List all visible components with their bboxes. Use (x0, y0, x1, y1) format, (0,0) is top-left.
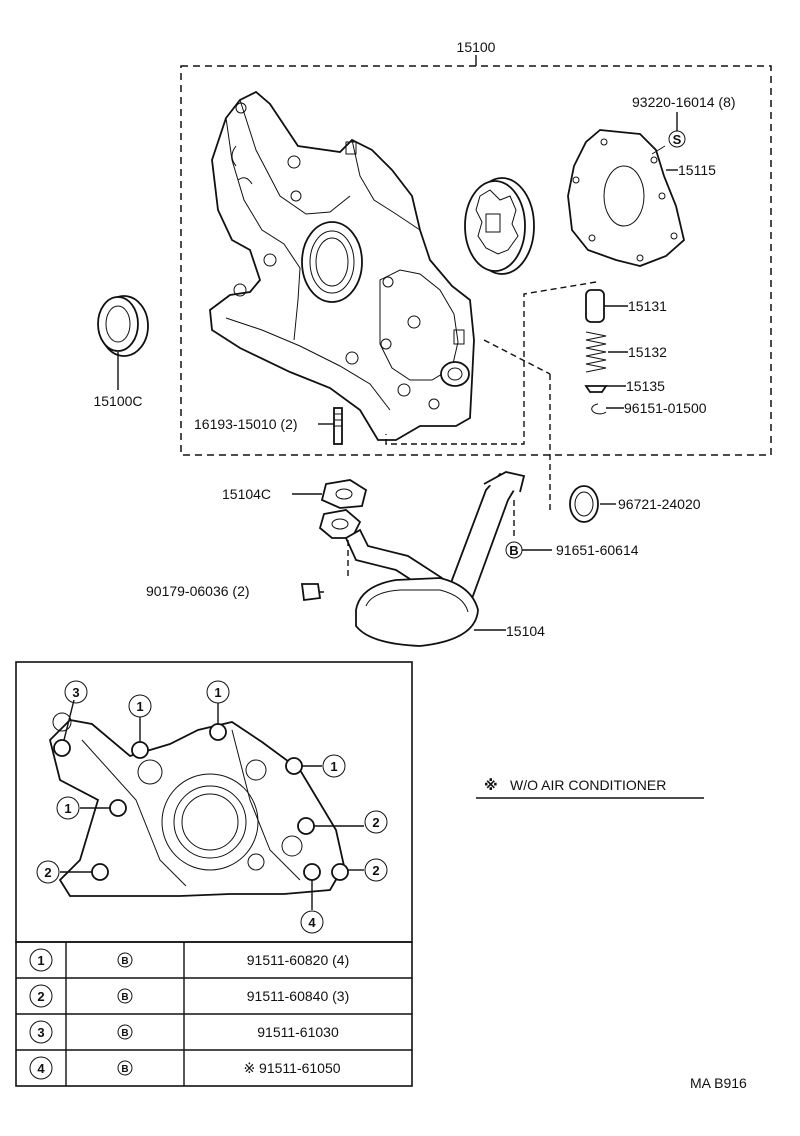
inset-markers: 3 1 1 1 1 2 2 2 4 (36, 680, 388, 934)
oil-seal-label: 15100C (93, 393, 142, 409)
row-key: 2 (37, 989, 44, 1004)
table-row: 1 B 91511-60820 (4) (29, 948, 349, 972)
s-badge: S (673, 132, 682, 147)
strainer-gasket-label: 15104C (222, 486, 271, 502)
bolt-location-inset: 3 1 1 1 1 2 2 2 4 (15, 661, 413, 943)
note-without-ac: ※ W/O AIR CONDITIONER (476, 777, 704, 799)
stud-callout: 16193-15010 (2) (194, 407, 343, 445)
inset-marker-3: 3 (72, 685, 79, 700)
row-key: 1 (37, 953, 44, 968)
inset-marker-1b: 1 (214, 685, 221, 700)
bolt-set-callout: 93220-16014 (8) S (632, 94, 736, 155)
row-symbol: B (121, 1064, 128, 1075)
table-row: 4 B ※ 91511-61050 (29, 1056, 341, 1080)
note-symbol: ※ (484, 777, 498, 793)
nut-label: 90179-06036 (2) (146, 583, 250, 599)
note-text: W/O AIR CONDITIONER (510, 777, 666, 793)
inset-marker-2c: 2 (372, 863, 379, 878)
row-part: 91511-60840 (3) (247, 988, 349, 1004)
pump-rotor-drawing (464, 177, 535, 275)
inset-marker-2a: 2 (372, 815, 379, 830)
inset-marker-1a: 1 (136, 699, 143, 714)
inset-marker-1c: 1 (330, 759, 337, 774)
relief-valve-drawing: 15131 15132 15135 96151-01500 (385, 281, 707, 510)
inset-marker-2b: 2 (44, 865, 51, 880)
row-symbol: B (121, 956, 128, 967)
footer-code: MA B916 (690, 1075, 747, 1091)
strainer-label: 15104 (506, 623, 545, 639)
strainer-bolt-label: 91651-60614 (556, 542, 639, 558)
strainer-drawing: 15104 15104C B 91651-60614 90179-06036 (… (146, 471, 639, 647)
snap-ring-label: 96151-01500 (624, 400, 707, 416)
assembly-label: 15100 (457, 39, 496, 55)
table-row: 2 B 91511-60840 (3) (29, 984, 349, 1008)
stud-label: 16193-15010 (2) (194, 416, 298, 432)
row-part: 91511-60820 (4) (247, 952, 349, 968)
plate-label: 15115 (678, 162, 716, 178)
pump-body-drawing (209, 90, 475, 441)
bolt-set-label: 93220-16014 (8) (632, 94, 736, 110)
row-symbol: B (121, 1028, 128, 1039)
inset-marker-1d: 1 (64, 801, 71, 816)
assembly-boundary: 15100 (180, 39, 772, 456)
spring-label: 15132 (628, 344, 667, 360)
o-ring-label: 96721-24020 (618, 496, 701, 512)
row-symbol: B (121, 992, 128, 1003)
oil-seal-drawing: 15100C (93, 295, 149, 409)
retainer-label: 15135 (626, 378, 665, 394)
inset-bolt-points (53, 723, 349, 881)
row-part: ※ 91511-61050 (243, 1060, 340, 1076)
inset-marker-4: 4 (308, 915, 316, 930)
pump-plate-drawing: 15115 (567, 129, 716, 267)
row-key: 3 (37, 1025, 44, 1040)
row-key: 4 (37, 1061, 45, 1076)
o-ring-drawing: 96721-24020 (569, 485, 701, 523)
row-part: 91511-61030 (257, 1024, 339, 1040)
bolt-table: 1 B 91511-60820 (4) 2 B 91511-60840 (3) … (15, 941, 413, 1087)
b-badge-strainer: B (509, 543, 518, 558)
relief-valve-label: 15131 (628, 298, 667, 314)
table-row: 3 B 91511-61030 (29, 1020, 339, 1044)
